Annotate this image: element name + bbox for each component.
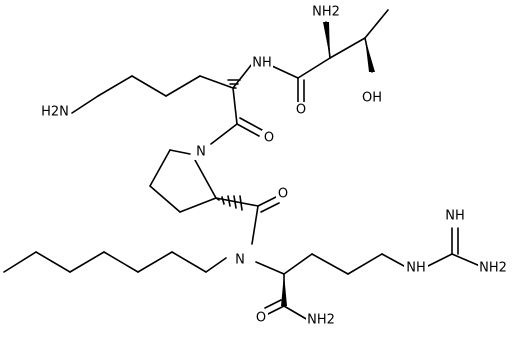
heptyl-c5-c6-bond <box>35 251 71 273</box>
arg-cdelta-nh-bond <box>381 253 405 267</box>
heptyl-c3-c4-bond <box>103 251 139 273</box>
guanidine-imine-label: NH <box>443 208 467 224</box>
terminal-amide-text: NH2 <box>307 313 335 328</box>
pro-carbonyl-double-bond-2 <box>260 202 280 213</box>
thr-amine-text: NH2 <box>312 5 340 20</box>
amide-n-label: N <box>233 252 247 268</box>
arg-carbonyl-o-text: O <box>256 311 266 326</box>
lys-cdelta-cepsilon-bond <box>97 75 133 97</box>
pro-carbonyl-o-text: O <box>278 187 288 202</box>
pro-hash-5 <box>239 195 243 211</box>
terminal-amide-label: NH2 <box>306 312 336 328</box>
guanidine-nh-text: NH <box>406 261 426 276</box>
thr-calpha-wedge <box>323 22 330 58</box>
thr-calpha-carbonyl-bond <box>297 57 331 79</box>
thr-carbonyl-o-text: O <box>296 103 306 118</box>
lys-carbonyl-double-bond-2 <box>239 117 263 131</box>
arg-n-calpha-bond <box>255 261 285 275</box>
heptyl-c6-c7-bond <box>3 251 37 273</box>
lys-side-amine-text: H2N <box>41 105 69 120</box>
pro-n-label: N <box>194 144 208 160</box>
stereo-wedges <box>281 22 375 306</box>
pro-n-text: N <box>196 145 206 160</box>
thr-amine-label: NH2 <box>312 4 340 20</box>
lys-calpha-cbeta-bond <box>199 75 234 89</box>
arg-carbonyl-amide-bond <box>283 305 309 321</box>
lys-amide-nh-label: NH <box>251 55 273 71</box>
heptyl-n-c1-bond <box>205 257 227 273</box>
pro-cdelta-n-bond <box>169 149 191 155</box>
lys-cgamma-cdelta-bond <box>131 75 167 97</box>
pro-carbonyl-double-bond-1 <box>257 196 277 207</box>
lys-carbonyl-double-bond-1 <box>236 123 260 137</box>
heptyl-c4-c5-bond <box>69 251 105 273</box>
amide-n-text: N <box>235 253 245 268</box>
pro-hash-2 <box>221 196 225 205</box>
arg-cgamma-cdelta-bond <box>347 253 383 275</box>
thr-calpha-cbeta-bond <box>329 37 366 59</box>
arg-carbonyl-double-bond-1 <box>267 305 285 315</box>
pro-n-calpha-bond <box>194 159 217 199</box>
arg-cbeta-cgamma-bond <box>311 253 349 275</box>
lys-cepsilon-amine-bond <box>71 95 99 114</box>
heptyl-c1-c2-bond <box>171 251 207 273</box>
guanidine-imine-text: NH <box>445 209 465 224</box>
stereo-hashes <box>215 79 243 211</box>
arg-carbonyl-double-bond-2 <box>264 299 282 309</box>
lys-carbonyl-o-label: O <box>262 130 276 146</box>
arg-calpha-wedge <box>281 274 287 306</box>
pro-cbeta-cgamma-bond <box>149 185 181 213</box>
guanidine-nh2-label: NH2 <box>478 260 508 276</box>
heptyl-c2-c3-bond <box>137 251 173 273</box>
thr-cbeta-wedge <box>365 38 375 72</box>
thr-hydroxyl-text: OH <box>362 91 382 106</box>
arg-calpha-cbeta-bond <box>283 253 313 275</box>
guanidine-nh-label: NH <box>404 260 428 276</box>
pro-hash-1 <box>215 197 220 201</box>
lys-calpha-carbonyl-bond <box>232 87 238 125</box>
lys-side-amine-label: H2N <box>40 104 70 120</box>
pro-carbonyl-n-bond <box>251 205 259 245</box>
lys-carbonyl-n-bond <box>210 123 238 145</box>
thr-cbeta-methyl-bond <box>364 9 389 39</box>
thr-hydroxyl-label: OH <box>360 90 384 106</box>
guanidine-nh2-text: NH2 <box>479 261 507 276</box>
arg-guanidine-nh2-bond <box>451 253 481 267</box>
lys-amide-nh-text: NH <box>252 56 272 71</box>
pro-cgamma-cdelta-bond <box>149 149 171 187</box>
lys-cbeta-cgamma-bond <box>165 75 201 97</box>
pro-hash-3 <box>227 195 231 207</box>
pro-hash-4 <box>233 195 237 209</box>
arg-nh-guanidine-bond <box>427 253 453 267</box>
pro-calpha-cbeta-bond <box>179 197 217 213</box>
lys-carbonyl-o-text: O <box>264 131 274 146</box>
atom-labels: NH2 NH O OH H2N O N O <box>40 4 508 328</box>
thr-carbonyl-o-label: O <box>294 102 308 118</box>
pro-carbonyl-o-label: O <box>276 186 290 202</box>
thr-carbonyl-nh-bond <box>271 65 299 79</box>
arg-carbonyl-o-label: O <box>254 310 268 326</box>
